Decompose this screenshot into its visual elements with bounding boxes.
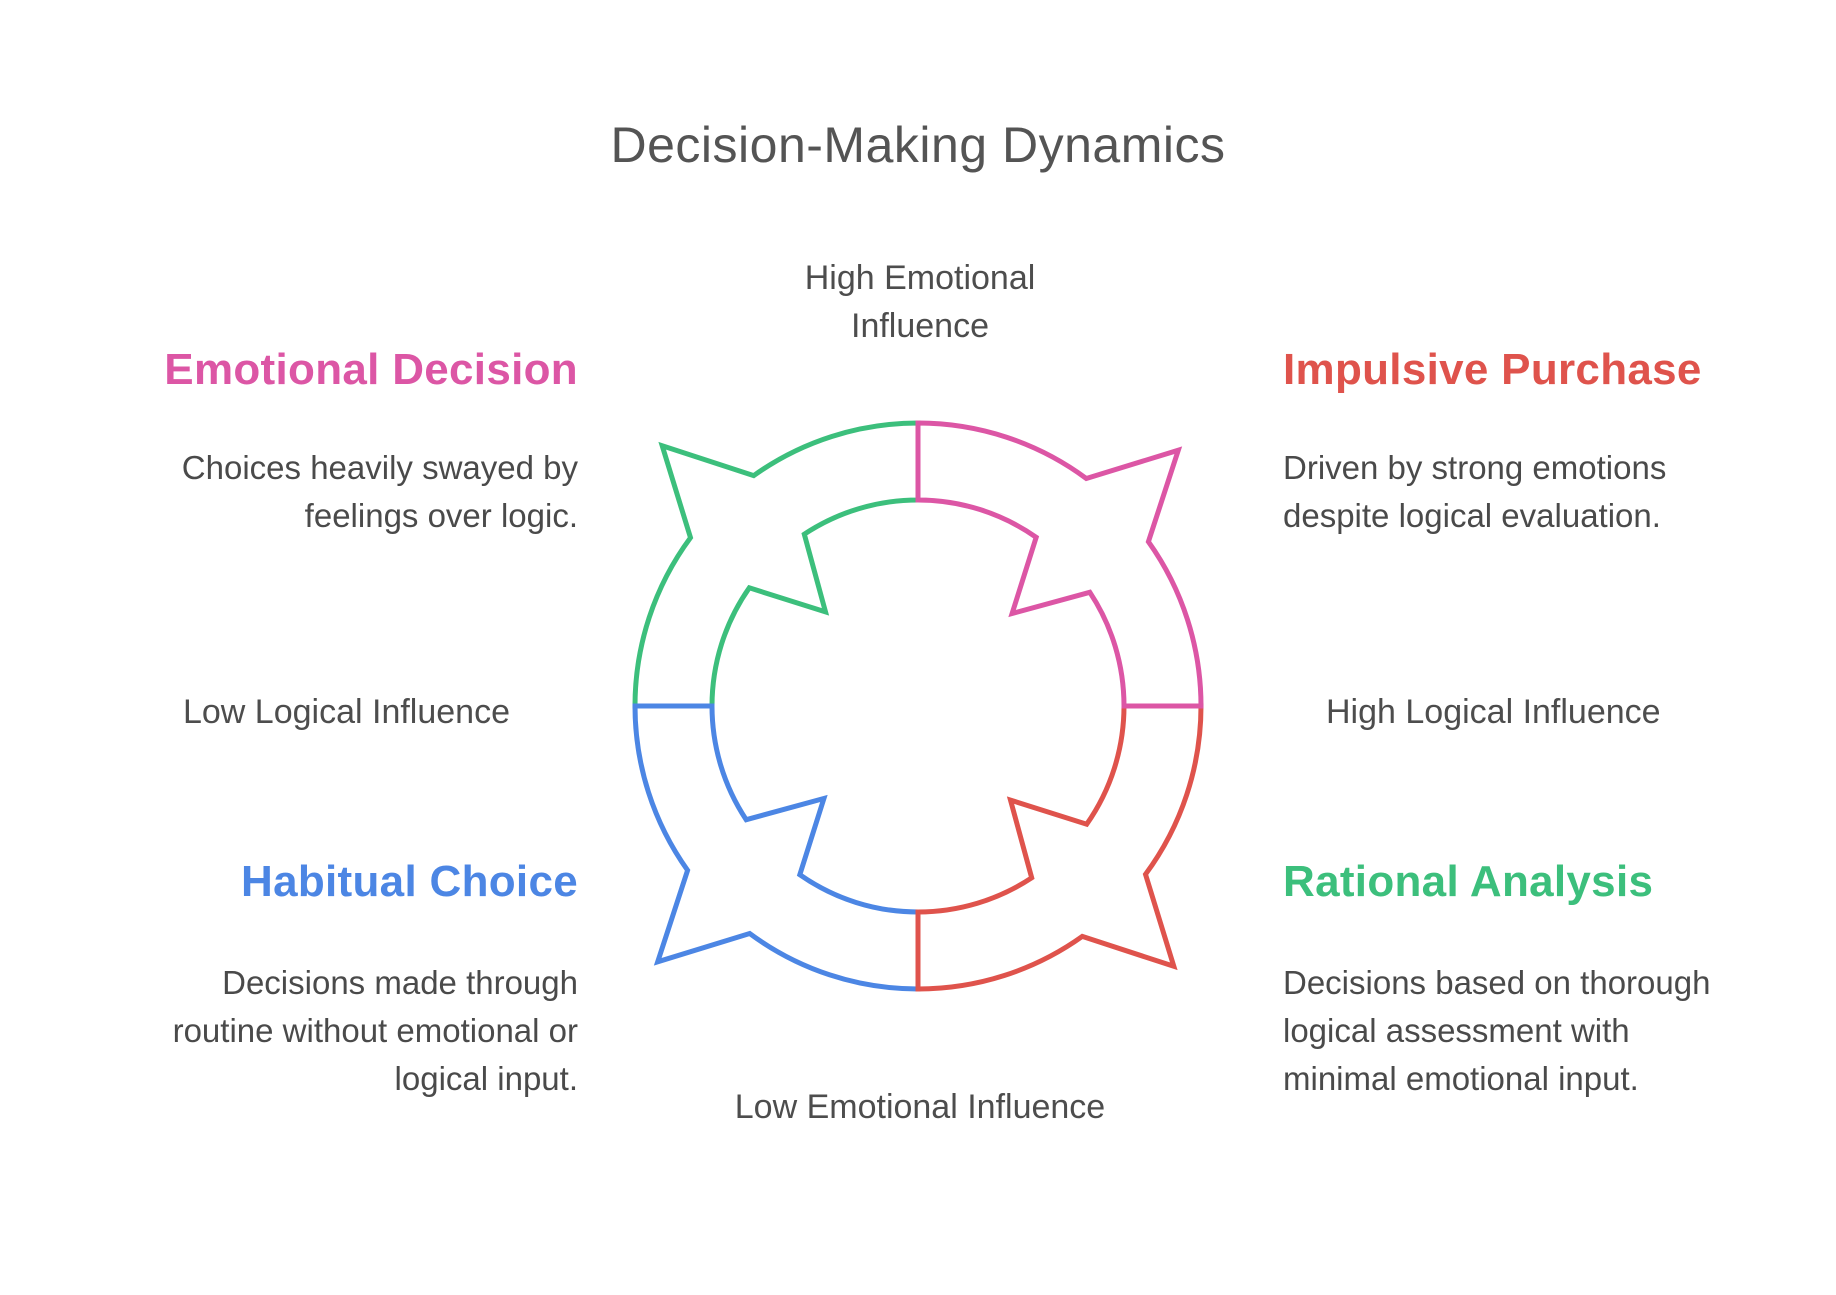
axis-label-low-logical: Low Logical Influence	[182, 693, 510, 731]
quadrant-description-habitual-choice: Decisions made through routine without e…	[172, 964, 578, 1097]
quadrant-description-rational-analysis: Decisions based on thorough logical asse…	[1283, 964, 1711, 1097]
cycle-segment-top-right	[915, 420, 1204, 709]
quadrant-description-emotional-decision: Choices heavily swayed by feelings over …	[181, 449, 578, 534]
cycle-segment-bottom-right	[915, 703, 1204, 992]
quadrant-title-emotional-decision: Emotional Decision	[164, 345, 578, 394]
axis-label-high-emotional: High Emotional Influence	[804, 259, 1036, 345]
axis-label-high-logical: High Logical Influence	[1326, 693, 1661, 731]
quadrant-title-impulsive-purchase: Impulsive Purchase	[1283, 345, 1702, 394]
axis-label-low-emotional: Low Emotional Influence	[734, 1088, 1106, 1126]
cycle-segment-bottom-left	[632, 703, 921, 992]
quadrant-title-rational-analysis: Rational Analysis	[1283, 857, 1654, 906]
quadrant-description-impulsive-purchase: Driven by strong emotions despite logica…	[1283, 449, 1667, 534]
cycle-segment-top-left	[632, 420, 921, 709]
quadrant-title-habitual-choice: Habitual Choice	[241, 857, 578, 906]
page-title: Decision-Making Dynamics	[610, 117, 1226, 173]
